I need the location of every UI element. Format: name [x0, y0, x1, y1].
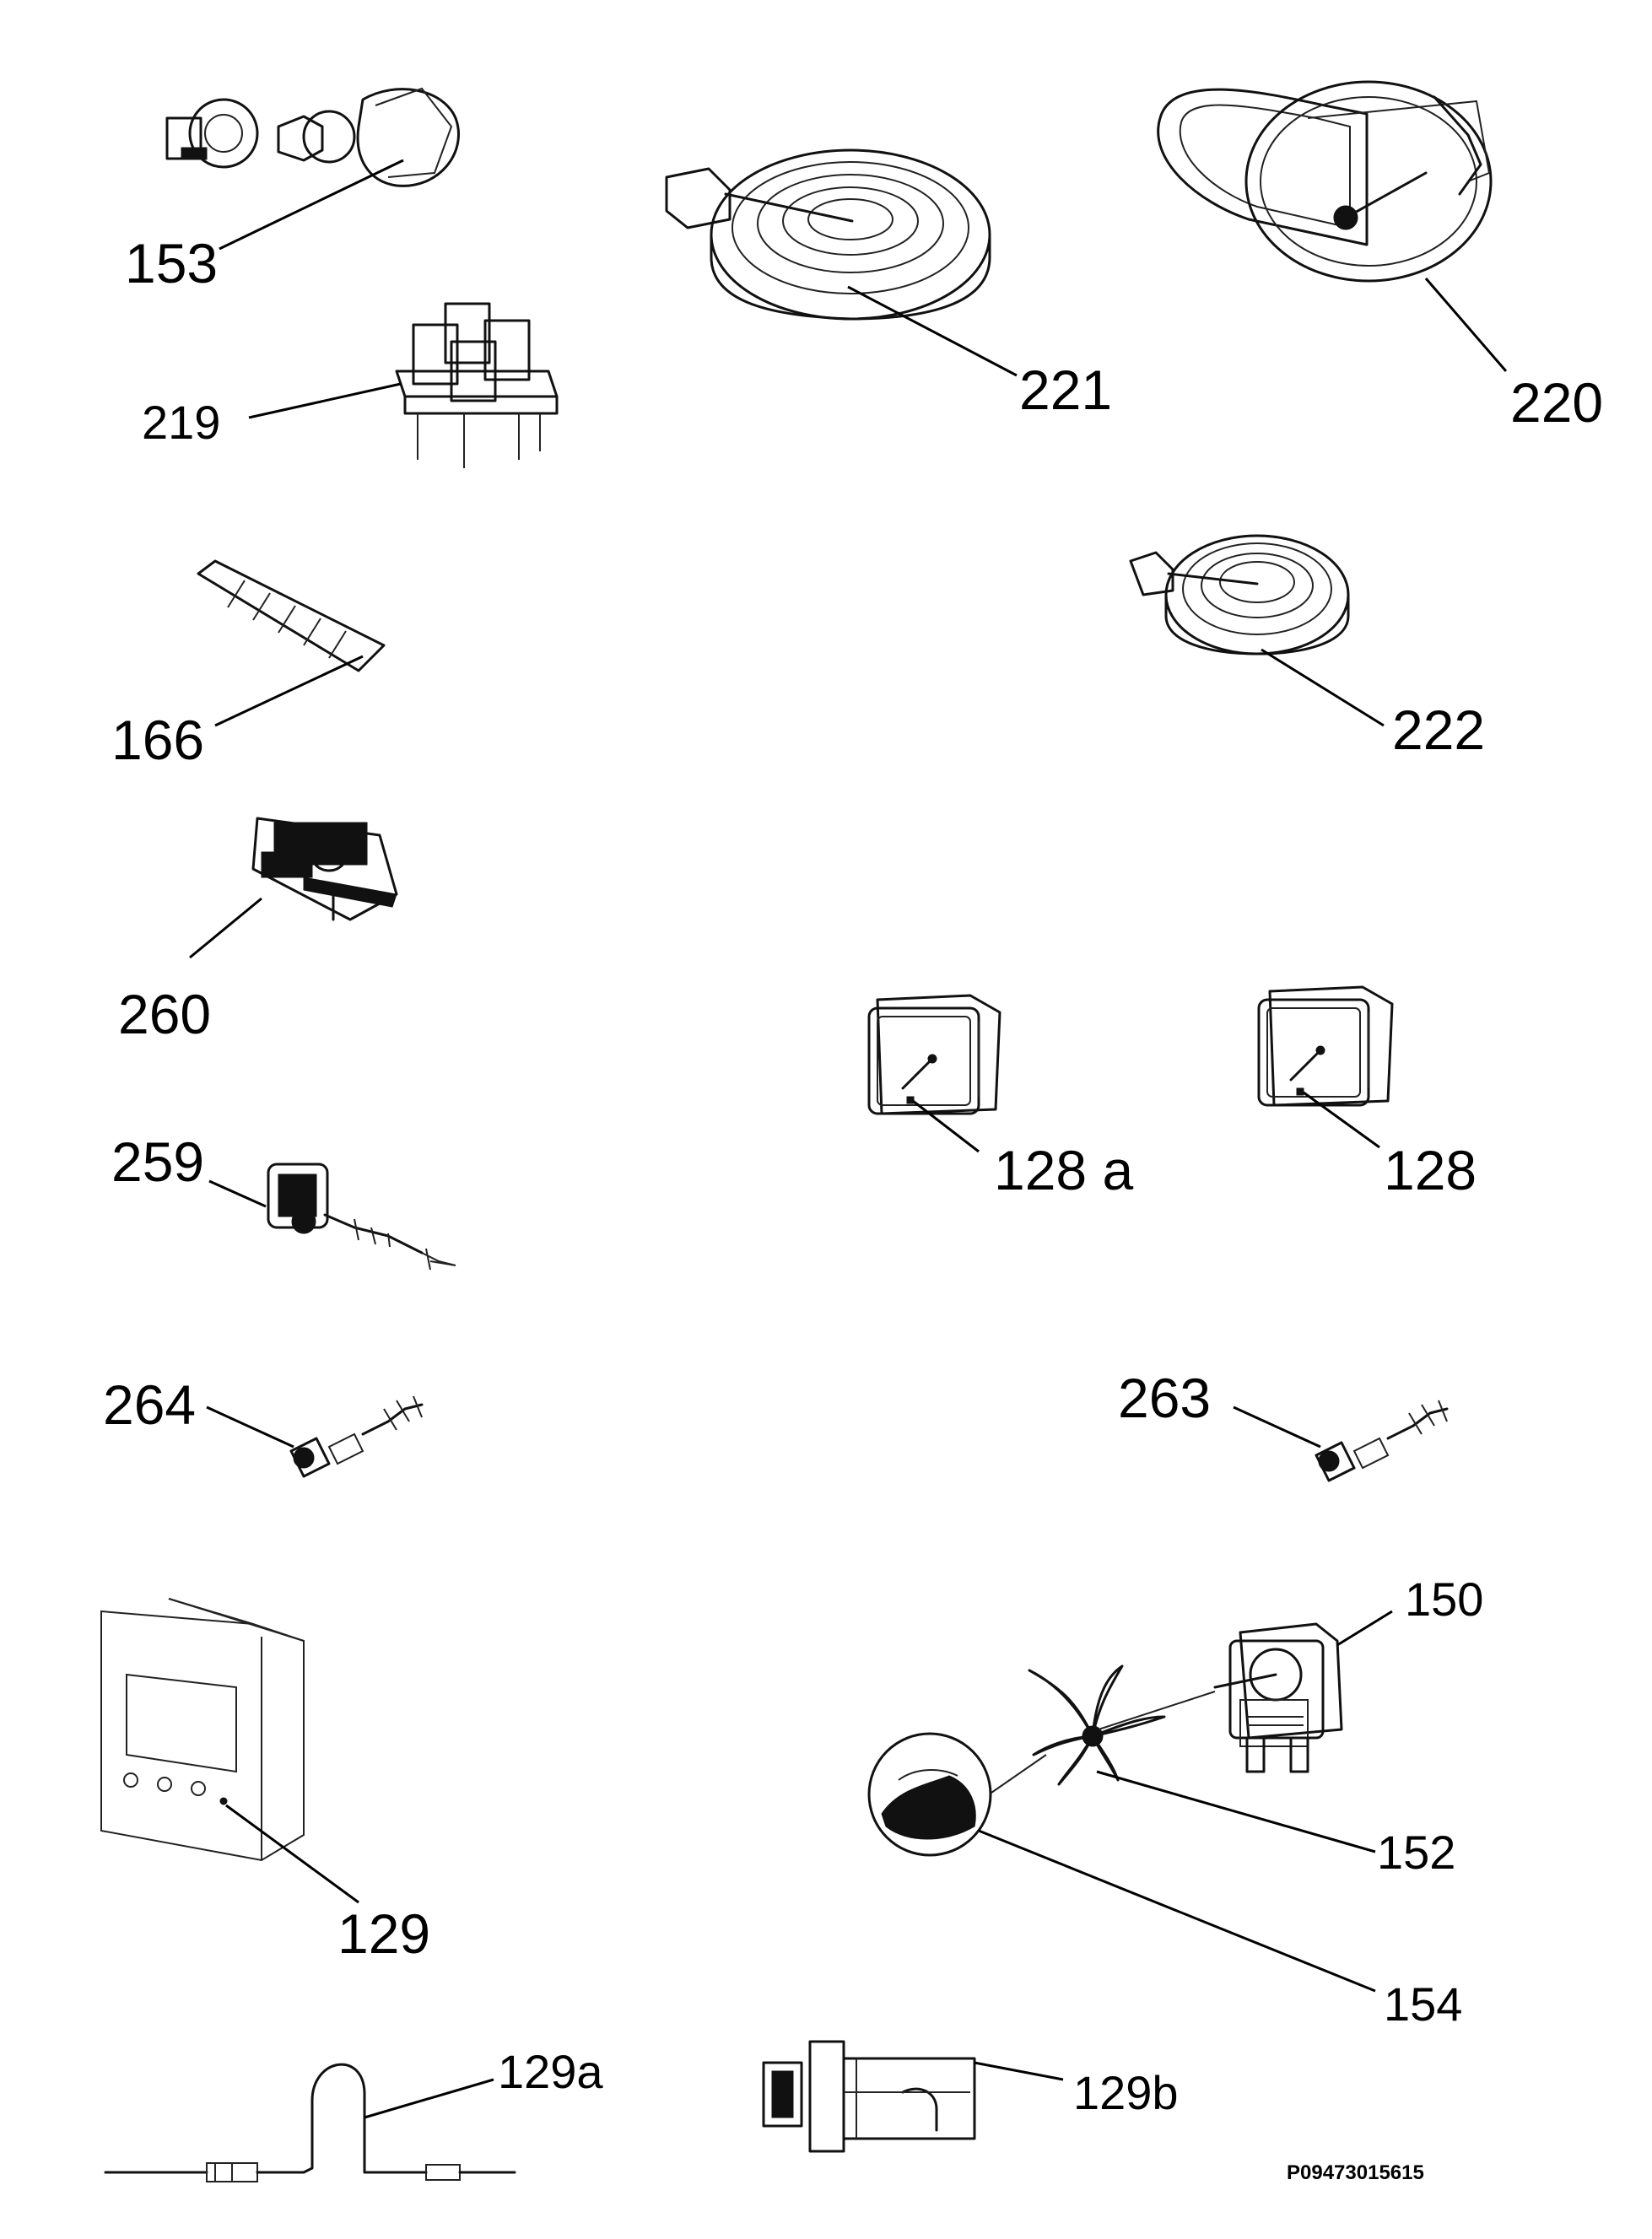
part-166-label-strip [197, 559, 386, 727]
part-259-thermostat [208, 1163, 456, 1271]
label-152: 152 [1377, 1826, 1455, 1879]
label-260: 260 [118, 983, 211, 1045]
part-129a-sensor-wire [104, 2063, 516, 2182]
part-260-rotary-switch [189, 817, 398, 959]
label-153: 153 [125, 232, 218, 294]
label-219: 219 [142, 396, 220, 449]
label-128a: 128 a [994, 1139, 1133, 1201]
part-264-lamp-holder [206, 1395, 424, 1478]
label-221: 221 [1019, 359, 1112, 421]
part-150-fan-motor [1213, 1610, 1393, 1773]
label-129a: 129a [498, 2045, 603, 2098]
part-128-energy-regulator [1257, 985, 1394, 1149]
label-263: 263 [1118, 1367, 1211, 1429]
label-259: 259 [111, 1130, 204, 1193]
label-150: 150 [1405, 1573, 1483, 1626]
part-129b-connector [762, 2040, 1064, 2153]
label-128: 128 [1384, 1139, 1477, 1201]
part-222-small-hob-ring [1129, 534, 1385, 727]
label-129: 129 [337, 1902, 430, 1965]
label-220: 220 [1510, 371, 1603, 434]
part-153-knob-assembly [165, 87, 460, 251]
part-129-control-unit [100, 1598, 359, 1904]
part-152-fan-blade [1028, 1664, 1376, 1853]
part-128a-energy-regulator [867, 994, 1001, 1153]
label-154: 154 [1384, 1977, 1462, 2031]
part-220-oval-hob-ring [1157, 80, 1508, 372]
label-129b: 129b [1073, 2066, 1179, 2119]
drawing-code: P09473015615 [1287, 2161, 1424, 2184]
part-221-large-hob-ring [665, 148, 1018, 377]
label-222: 222 [1392, 699, 1485, 761]
part-219-capacitor-block [248, 302, 559, 468]
label-166: 166 [111, 709, 204, 771]
label-264: 264 [103, 1373, 196, 1436]
part-263-lamp-holder [1233, 1400, 1449, 1482]
part-154-fan-nut [867, 1732, 1376, 1993]
